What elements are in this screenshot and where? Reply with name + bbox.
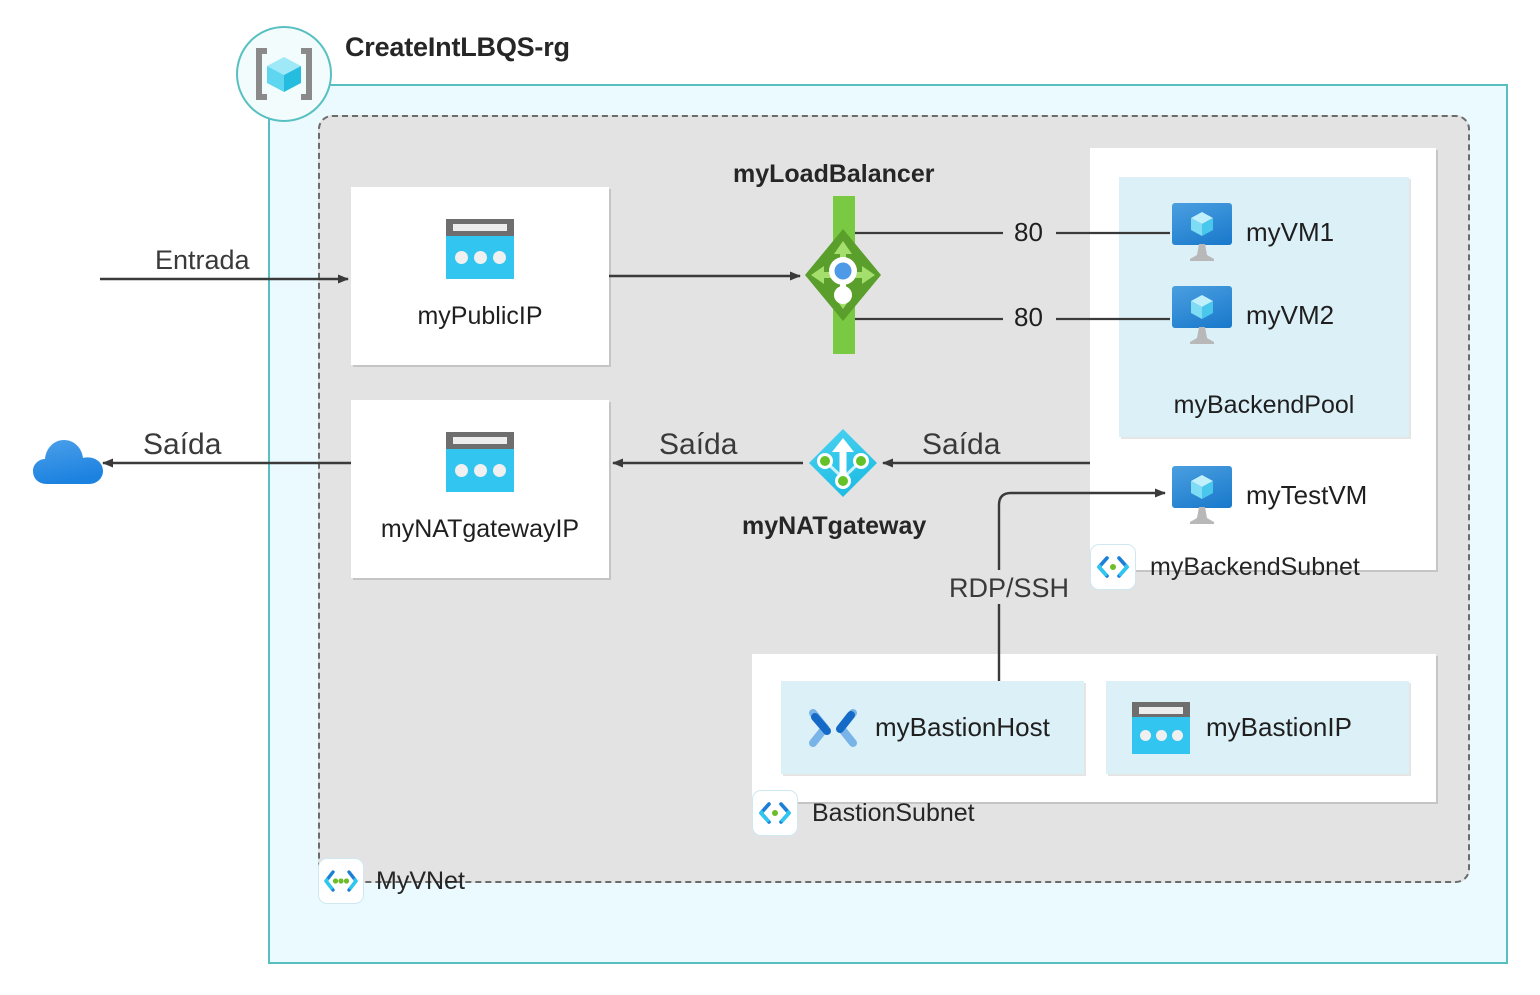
vm-name-label: myVM2 — [1246, 299, 1335, 330]
public-ip-titlebar — [446, 219, 514, 236]
subnet-icon — [752, 790, 798, 836]
vnet-label: MyVNet — [376, 866, 465, 895]
vnet-tag: MyVNet — [318, 858, 465, 904]
vm-cube-glyph — [1191, 212, 1213, 236]
resource-group-cube-glyph — [256, 48, 312, 100]
nat-gateway-ip-glyph — [446, 432, 514, 492]
virtual-machine-icon — [1172, 286, 1232, 344]
lb-rule-port-1: 80 — [1014, 217, 1043, 247]
bastion-icon — [809, 708, 857, 747]
load-balancer-icon[interactable] — [803, 196, 883, 359]
nat-gateway-ip-card[interactable]: myNATgatewayIP — [351, 400, 609, 578]
bastion-subnet-label: BastionSubnet — [812, 798, 975, 827]
virtual-machine-icon — [1172, 203, 1232, 261]
flow-label-egress-subnet: Saída — [922, 428, 1001, 461]
vm-cube-glyph — [1191, 475, 1213, 499]
vm-name-label: myTestVM — [1246, 479, 1368, 510]
public-ip-icon — [1132, 701, 1190, 754]
vm-stand-glyph — [1190, 507, 1214, 524]
nat-gateway-ip-label: myNATgatewayIP — [380, 515, 580, 543]
subnet-brackets-glyph — [759, 802, 791, 824]
cloud-glyph — [33, 440, 103, 484]
backend-pool-label: myBackendPool — [1173, 391, 1355, 419]
flow-label-rdp-ssh: RDP/SSH — [943, 573, 1076, 604]
nat-gateway-ip-icon — [446, 432, 514, 492]
nat-gateway-glyph — [809, 429, 877, 497]
flow-label-ingress: Entrada — [155, 245, 250, 275]
resource-group-title: CreateIntLBQS-rg — [345, 32, 570, 62]
subnet-icon — [1090, 544, 1136, 590]
public-ip-card[interactable]: myPublicIP — [351, 187, 609, 365]
vm-item-myvm1[interactable]: myVM1 — [1172, 203, 1334, 261]
public-ip-glyph — [446, 219, 514, 279]
resource-group-icon — [236, 26, 332, 122]
vnet-brackets-glyph — [324, 870, 358, 892]
vm-cube-glyph — [1191, 295, 1213, 319]
vm-item-myvm2[interactable]: myVM2 — [1172, 286, 1334, 344]
lb-rule-port-2: 80 — [1014, 302, 1043, 332]
vm-item-mytestvm[interactable]: myTestVM — [1172, 466, 1367, 524]
nat-gateway-label: myNATgateway — [742, 512, 927, 540]
vm-stand-glyph — [1190, 327, 1214, 344]
bastion-host-label: myBastionHost — [875, 712, 1050, 742]
subnet-brackets-glyph — [1097, 556, 1129, 578]
bastion-ip-titlebar — [1132, 701, 1190, 717]
nat-ip-titlebar — [446, 432, 514, 449]
backend-subnet-label: myBackendSubnet — [1150, 552, 1360, 581]
bastion-ip-label: myBastionIP — [1206, 712, 1352, 742]
bastion-host-card[interactable]: myBastionHost — [781, 681, 1084, 774]
virtual-machine-icon — [1172, 466, 1232, 524]
backend-subnet-tag: myBackendSubnet — [1090, 544, 1360, 590]
backend-pool-container: myBackendPool — [1119, 177, 1409, 437]
flow-label-egress-internet: Saída — [143, 428, 222, 461]
public-ip-body — [446, 236, 514, 279]
nat-ip-body — [446, 449, 514, 492]
bastion-ip-card[interactable]: myBastionIP — [1106, 681, 1409, 774]
vm-stand-glyph — [1190, 244, 1214, 261]
nat-gateway-icon[interactable] — [808, 428, 878, 503]
bastion-subnet-tag: BastionSubnet — [752, 790, 975, 836]
vnet-icon — [318, 858, 364, 904]
load-balancer-glyph — [805, 196, 881, 354]
bastion-ip-body — [1132, 716, 1190, 754]
internet-cloud-icon — [33, 437, 103, 492]
load-balancer-label: myLoadBalancer — [733, 160, 935, 188]
public-ip-label: myPublicIP — [417, 302, 543, 330]
flow-label-egress-natip: Saída — [659, 428, 738, 461]
vm-name-label: myVM1 — [1246, 216, 1335, 247]
public-ip-icon — [446, 219, 514, 279]
